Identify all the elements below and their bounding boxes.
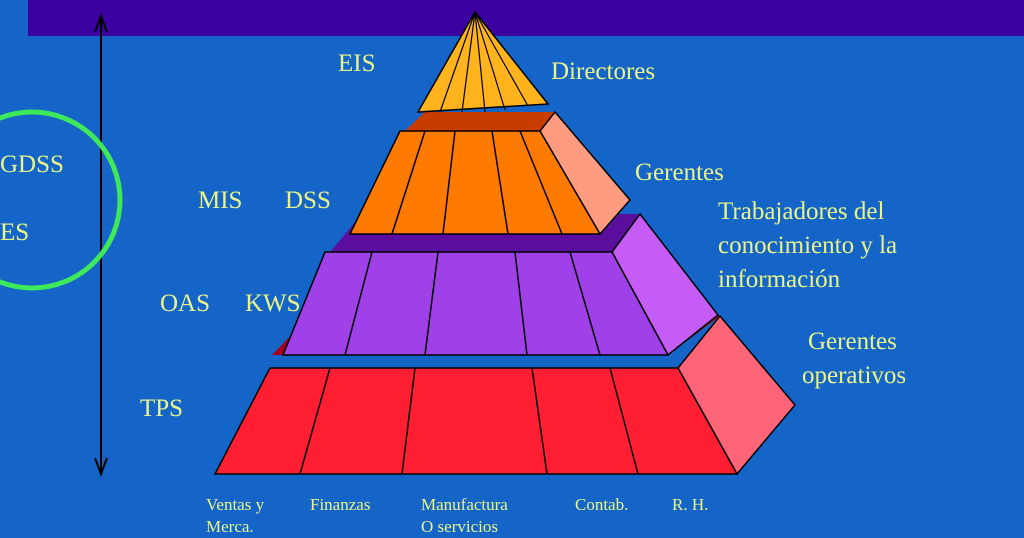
- tps-divider: [299, 367, 331, 475]
- oas-divider: [344, 251, 373, 356]
- area-label-ventas-1: Ventas y: [206, 495, 265, 514]
- tps-divider: [401, 367, 416, 475]
- system-label-dss: DSS: [285, 187, 331, 214]
- level-oas-kws: [281, 212, 720, 357]
- area-label-ventas-2: Merca.: [206, 517, 254, 536]
- audience-label-trabajadores-1: Trabajadores del: [718, 198, 885, 225]
- mis-front-face: [348, 130, 602, 235]
- system-label-mis: MIS: [198, 187, 243, 214]
- audience-label-operativos-1: Gerentes: [808, 328, 897, 355]
- oas-divider: [514, 251, 528, 356]
- eis-ray: [439, 11, 476, 113]
- eis-ray: [474, 11, 529, 107]
- tps-divider: [531, 367, 548, 475]
- system-label-oas: OAS: [160, 290, 211, 317]
- eis-face: [416, 10, 550, 113]
- audience-label-operativos-2: operativos: [802, 362, 907, 389]
- circle-label-es: ES: [0, 219, 30, 246]
- audience-label-trabajadores-2: conocimiento y la: [718, 232, 898, 259]
- circle-label-gdss: GDSS: [0, 151, 64, 178]
- audience-label-trabajadores-3: información: [718, 266, 841, 293]
- area-label-rh: R. H.: [672, 495, 709, 514]
- oas-divider: [424, 251, 439, 356]
- oas-divider: [569, 251, 601, 356]
- eis-ray: [474, 11, 486, 113]
- arrow-head-up: [94, 13, 108, 33]
- tps-front-face: [213, 367, 739, 475]
- eis-ray: [461, 11, 476, 113]
- left-circle: [0, 109, 123, 291]
- area-label-manufactura-1: Manufactura: [421, 495, 508, 514]
- eis-ray: [474, 11, 506, 111]
- mis-divider: [519, 130, 563, 235]
- mis-divider: [442, 130, 456, 235]
- area-label-contab: Contab.: [575, 495, 629, 514]
- mis-divider: [491, 130, 509, 235]
- top-band: [28, 0, 1024, 36]
- arrow-head-down: [94, 457, 108, 477]
- area-label-manufactura-2: O servicios: [421, 517, 498, 536]
- system-label-tps: TPS: [140, 395, 184, 422]
- system-label-eis: EIS: [338, 50, 376, 77]
- oas-front-face: [281, 251, 670, 356]
- mis-divider: [391, 130, 426, 235]
- area-label-finanzas: Finanzas: [310, 495, 371, 514]
- audience-label-gerentes: Gerentes: [635, 159, 724, 186]
- audience-label-directores: Directores: [551, 58, 656, 85]
- system-label-kws: KWS: [245, 290, 301, 317]
- tps-divider: [609, 367, 639, 475]
- level-eis: [416, 10, 550, 113]
- mis-top-ledge: [405, 112, 555, 131]
- level-mis-dss: [348, 110, 631, 236]
